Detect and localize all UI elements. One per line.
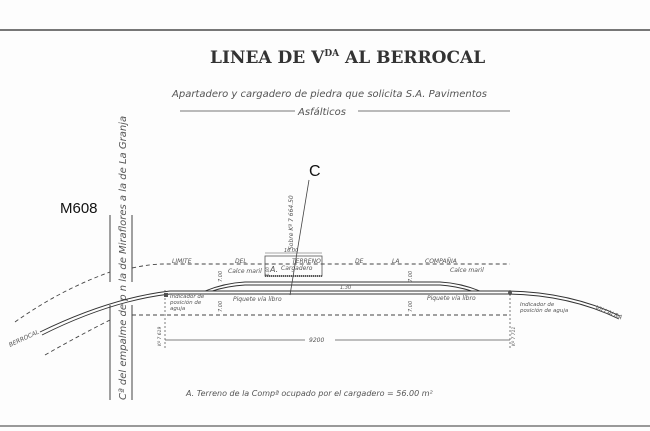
dim-700-a: 7.00	[218, 271, 224, 282]
km-right: Kº 7 711	[511, 326, 517, 346]
svg-text:posición de aguja: posición de aguja	[519, 307, 569, 314]
svg-text:posición de: posición de	[169, 299, 202, 306]
drawing-title: LINEA DE VDA AL BERROCAL	[210, 48, 485, 68]
svg-text:DEL: DEL	[235, 258, 247, 265]
dim-5: 5.00	[265, 267, 270, 276]
area-a: A.	[269, 265, 278, 274]
indicador-left: Indicador de posición de aguja	[164, 293, 205, 312]
svg-text:LA: LA	[392, 258, 399, 265]
dim-130: 1.30	[340, 285, 351, 291]
svg-text:LIMITE: LIMITE	[172, 258, 192, 265]
dim-700-b: 7.00	[408, 271, 414, 282]
svg-text:Indicador de: Indicador de	[170, 294, 205, 300]
subtitle-line2: Asfálticos	[297, 106, 346, 118]
total-length: 9200	[309, 337, 324, 344]
calce-right: Calce maril	[450, 267, 484, 274]
berrocal-label: BERROCAL	[8, 329, 41, 349]
cargadero-label: Cargadero	[281, 265, 313, 272]
road	[109, 215, 133, 400]
piquete-right: Piquete vía libro	[427, 295, 476, 302]
piquete-left: Piquete vía libro	[233, 296, 282, 303]
dim-700-c: 7.00	[218, 301, 224, 312]
boundary-text: LIMITE DEL TERRENO DE LA COMPAÑIA	[172, 258, 457, 265]
svg-text:COMPAÑIA: COMPAÑIA	[425, 258, 457, 265]
area-note: A. Terreno de la Compª ocupado por el ca…	[185, 389, 434, 398]
marker-c: C	[309, 163, 321, 180]
sobre-km-label: Sobre Kº 7 664.50	[288, 195, 295, 250]
marker-m608: M608	[60, 200, 98, 217]
dim-700-d: 7.00	[408, 301, 414, 312]
subtitle-line1: Apartadero y cargadero de piedra que sol…	[171, 89, 487, 100]
calce-left: Calce maril	[228, 268, 262, 275]
c-leader-line	[289, 179, 310, 296]
width-dim: 16.00	[284, 248, 298, 254]
indicador-right: Indicador de posición de aguja	[508, 291, 569, 314]
svg-text:DE: DE	[355, 258, 364, 265]
km-left: Kº 7 619	[157, 326, 163, 346]
siding-track	[204, 281, 481, 292]
boundary-lines	[14, 263, 510, 356]
svg-text:Indicador de: Indicador de	[520, 302, 555, 308]
svg-text:TERRENO: TERRENO	[292, 258, 321, 265]
villalba-label: VILLALBA	[594, 304, 623, 321]
svg-text:aguja: aguja	[170, 306, 186, 312]
road-label: Cª del empalme de p n la de Miraflores a…	[118, 116, 129, 400]
main-track	[39, 290, 621, 336]
dimension-extents	[164, 290, 511, 348]
